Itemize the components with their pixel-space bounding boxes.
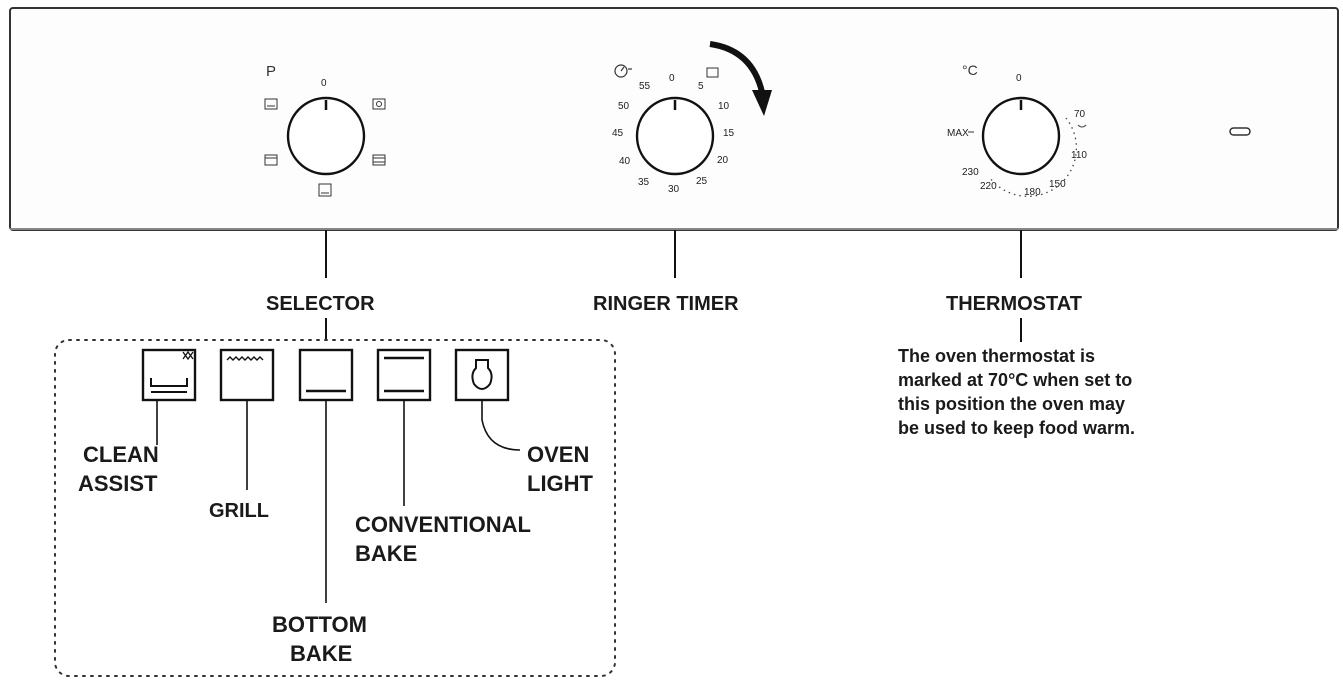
thermostat-tick-70: 70	[1074, 109, 1086, 120]
timer-tick-35: 35	[638, 177, 650, 188]
grill-small-icon	[264, 154, 278, 166]
timer-tick-50: 50	[618, 101, 630, 112]
timer-tick-30: 30	[668, 184, 680, 195]
timer-tick-0: 0	[669, 73, 675, 84]
conventional-small-icon	[372, 154, 386, 166]
bottom-small-icon	[318, 183, 332, 197]
bottom-bake-label-1: BOTTOM	[272, 612, 367, 637]
conventional-bake-icon	[376, 348, 432, 402]
timer-knob[interactable]	[635, 96, 715, 176]
grill-icon	[219, 348, 275, 402]
thermostat-tick-230: 230	[962, 167, 979, 178]
thermostat-tick-220: 220	[980, 181, 997, 192]
oven-light-icon	[454, 348, 510, 402]
conventional-bake-label-2: BAKE	[355, 541, 417, 566]
selector-label: SELECTOR	[266, 293, 375, 315]
clean-assist-label-2: ASSIST	[78, 471, 158, 496]
clean-assist-icon	[141, 348, 197, 402]
thermostat-max-label: MAX	[947, 128, 969, 139]
power-indicator-light	[1229, 127, 1251, 136]
bottom-bake-label-2: BAKE	[290, 641, 352, 666]
oven-light-label-2: LIGHT	[527, 471, 594, 496]
timer-tick-5: 5	[698, 81, 704, 92]
thermostat-note: The oven thermostat is marked at 70°C wh…	[898, 346, 1136, 438]
timer-tick-20: 20	[717, 155, 729, 166]
thermostat-tick-180: 180	[1024, 187, 1041, 198]
ringer-timer-label: RINGER TIMER	[593, 293, 739, 315]
selector-modes-box	[54, 339, 616, 677]
timer-tick-40: 40	[619, 156, 631, 167]
timer-bell-icon	[614, 64, 632, 78]
clean-assist-small-icon	[264, 98, 278, 110]
thermostat-tick-150: 150	[1049, 179, 1066, 190]
mode-leader-lines	[156, 400, 521, 603]
thermostat-label: THERMOSTAT	[946, 293, 1082, 315]
warm-symbol-icon	[1077, 124, 1087, 128]
bottom-bake-icon	[298, 348, 354, 402]
timer-oven-small-icon	[706, 67, 719, 78]
rotation-arrow-icon	[709, 41, 772, 116]
conventional-bake-label-1: CONVENTIONAL	[355, 512, 531, 537]
callout-lines	[325, 230, 1022, 342]
grill-label: GRILL	[209, 500, 269, 522]
timer-tick-15: 15	[723, 128, 735, 139]
thermostat-mark-zero: 0	[1016, 73, 1022, 84]
clean-assist-label-1: CLEAN	[83, 442, 159, 467]
thermostat-unit: °C	[962, 62, 978, 78]
timer-tick-10: 10	[718, 101, 730, 112]
oven-light-label-1: OVEN	[527, 442, 589, 467]
selector-knob[interactable]	[286, 96, 366, 176]
selector-mark-zero: 0	[321, 78, 327, 89]
light-small-icon	[372, 98, 386, 110]
thermostat-tick-110: 110	[1071, 150, 1087, 161]
timer-tick-45: 45	[612, 128, 624, 139]
selector-mode-icons	[264, 98, 386, 197]
timer-tick-25: 25	[696, 176, 708, 187]
thermostat-knob[interactable]	[981, 96, 1061, 176]
timer-tick-55: 55	[639, 81, 651, 92]
selector-p-symbol: P	[266, 63, 276, 80]
